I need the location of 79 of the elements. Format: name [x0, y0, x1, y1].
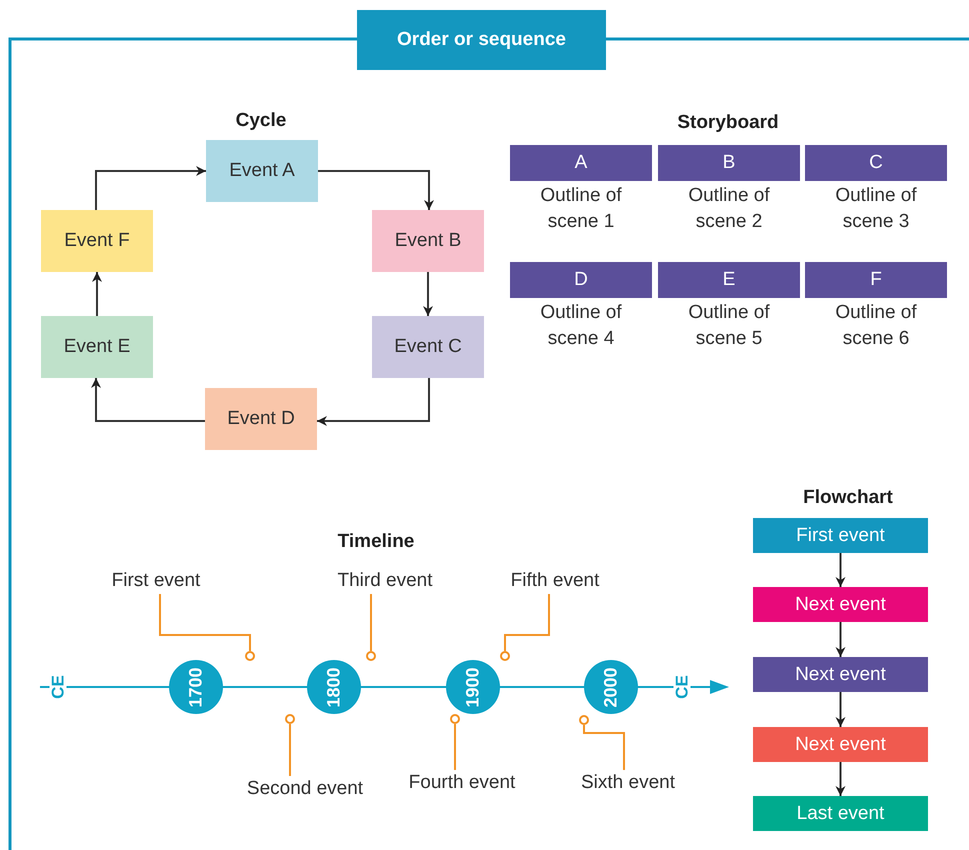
node-label: Third event — [337, 570, 433, 592]
leader-line — [454, 724, 456, 770]
title-banner: Order or sequence — [357, 10, 606, 70]
year-label: 2000 — [600, 666, 622, 708]
node-label: Event F — [64, 230, 130, 252]
scene-caption: Outline of scene 2 — [687, 184, 771, 234]
node-label: Event B — [394, 230, 462, 252]
node-label: Next event — [795, 734, 886, 756]
node-label: Event A — [229, 160, 295, 182]
node-label: First event — [796, 524, 885, 546]
era-label: CE — [674, 674, 690, 700]
marker-dot — [285, 714, 295, 724]
leader-line — [289, 724, 291, 776]
node-label: A — [574, 152, 588, 174]
year-label: 1800 — [324, 666, 344, 708]
scene-caption: Outline of scene 5 — [687, 301, 771, 351]
scene-caption: Outline of scene 6 — [834, 301, 918, 351]
arrow — [318, 170, 434, 210]
node-label: First event — [112, 570, 200, 592]
marker-dot — [366, 651, 376, 661]
era-label: CE — [50, 674, 66, 700]
arrow — [423, 272, 433, 316]
node-label: Event D — [227, 408, 295, 430]
flow-box — [753, 727, 928, 762]
marker-dot — [579, 715, 589, 725]
node-label: Sixth event — [581, 772, 675, 794]
marker-dot — [245, 651, 255, 661]
node-label: F — [870, 269, 882, 291]
event-box — [206, 140, 318, 202]
arrow — [317, 378, 430, 426]
scene-panel — [658, 262, 800, 298]
node-label: B — [722, 152, 736, 174]
node-label: Fourth event — [408, 772, 516, 794]
scene-caption: Outline of scene 3 — [834, 184, 918, 234]
scene-panel — [510, 145, 652, 181]
event-box — [41, 316, 153, 378]
flow-box — [753, 587, 928, 622]
event-box — [205, 388, 317, 450]
arrow — [836, 692, 846, 727]
year-label: 1700 — [186, 666, 206, 708]
scene-panel — [658, 145, 800, 181]
scene-caption: Outline of scene 4 — [539, 301, 623, 351]
event-box — [41, 210, 153, 272]
node-label: D — [574, 269, 588, 291]
event-box — [372, 316, 484, 378]
event-box — [372, 210, 484, 272]
node-label: E — [722, 269, 736, 291]
arrow — [92, 272, 102, 316]
node-label: Fifth event — [510, 570, 600, 592]
scene-caption: Outline of scene 1 — [539, 184, 623, 234]
year-label: 1900 — [462, 666, 484, 708]
leader-line — [504, 594, 550, 651]
flow-box — [753, 518, 928, 553]
section-heading: Flowchart — [803, 487, 893, 509]
section-heading: Storyboard — [677, 112, 779, 134]
marker-dot — [450, 714, 460, 724]
arrow — [836, 622, 846, 657]
leader-line — [370, 594, 372, 651]
leader-line — [159, 594, 251, 651]
node-label: Event E — [64, 336, 130, 358]
section-heading: Timeline — [338, 531, 414, 553]
flow-box — [753, 796, 928, 831]
node-label: C — [869, 152, 883, 174]
arrow — [95, 166, 206, 210]
arrow — [91, 378, 205, 422]
section-heading: Cycle — [236, 110, 286, 132]
scene-panel — [510, 262, 652, 298]
scene-panel — [805, 262, 947, 298]
node-label: Last event — [796, 802, 884, 824]
node-label: Next event — [795, 664, 886, 686]
node-label: Next event — [795, 594, 886, 616]
arrow — [836, 762, 846, 796]
arrow — [836, 553, 846, 587]
marker-dot — [500, 651, 510, 661]
flow-box — [753, 657, 928, 692]
node-label: Event C — [394, 336, 462, 358]
leader-line — [583, 725, 625, 770]
scene-panel — [805, 145, 947, 181]
node-label: Second event — [246, 778, 364, 800]
